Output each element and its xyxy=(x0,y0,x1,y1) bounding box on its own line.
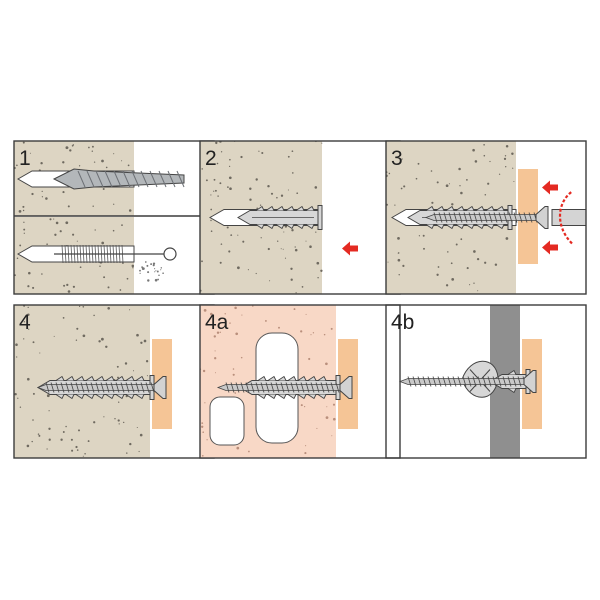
panel-step-4b: 4b xyxy=(385,304,587,459)
panel-step-4: 4 xyxy=(13,304,215,459)
push-arrow-icon xyxy=(542,180,558,195)
cleaning-brush xyxy=(54,244,177,264)
panel-step-2: 2 xyxy=(199,140,401,295)
push-arrow-icon xyxy=(542,240,558,255)
material-speckles xyxy=(139,261,164,282)
panel-label: 3 xyxy=(391,147,403,170)
panel-art xyxy=(200,305,358,458)
panel-step-3: 3 xyxy=(385,140,587,295)
screw xyxy=(398,370,537,393)
brick-cavity xyxy=(209,396,245,446)
panel-art xyxy=(200,141,358,294)
screw xyxy=(424,206,549,229)
panel-border xyxy=(385,140,587,295)
material-speckles xyxy=(14,305,149,457)
panel-label: 4b xyxy=(391,311,414,334)
rotate-arrow-icon xyxy=(559,190,573,245)
panel-art xyxy=(14,141,214,294)
panel-step-4a: 4a xyxy=(199,304,401,459)
push-arrow-icon xyxy=(342,241,358,256)
panel-art xyxy=(386,141,586,294)
panel-label: 1 xyxy=(19,147,31,170)
panel-label: 2 xyxy=(205,147,217,170)
screwdriver xyxy=(551,209,586,226)
panel-step-1: 1 xyxy=(13,140,215,295)
panel-art xyxy=(398,305,542,458)
panel-border xyxy=(385,304,587,459)
panel-label: 4a xyxy=(205,311,229,334)
panel-art xyxy=(14,305,172,458)
drill-bit xyxy=(52,168,185,190)
wall-plug xyxy=(237,205,323,230)
screw xyxy=(216,376,353,399)
screw xyxy=(36,376,167,399)
panel-label: 4 xyxy=(19,311,31,334)
material-speckles xyxy=(14,141,134,213)
